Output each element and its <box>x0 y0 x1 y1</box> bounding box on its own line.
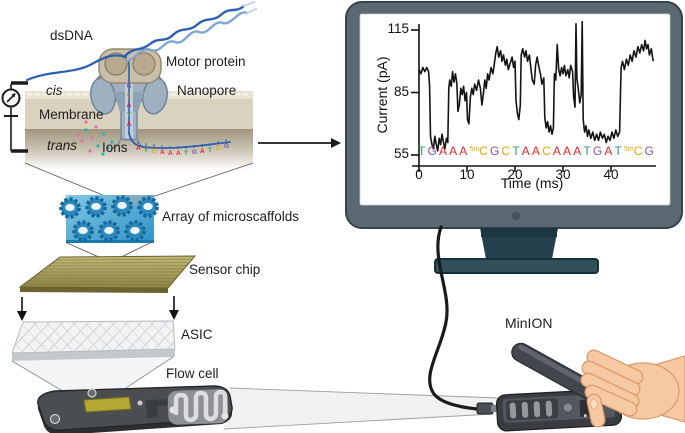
minion-device <box>495 342 685 432</box>
ions-dots <box>76 120 114 156</box>
sequence-base: 5mC <box>469 144 488 158</box>
sequence-base: C <box>542 144 551 158</box>
sequence-base: A <box>552 144 561 158</box>
svg-text:A: A <box>127 102 132 109</box>
sequence-base: G <box>427 144 437 158</box>
svg-text:A: A <box>168 150 173 157</box>
sequence-base: T <box>512 144 520 158</box>
y-tick-55: 55 <box>393 146 409 161</box>
sequence-base: A <box>459 144 468 158</box>
minion-label: MinION <box>505 315 553 331</box>
y-tick-85: 85 <box>393 84 409 99</box>
ammeter-icon <box>1 88 21 108</box>
sequence-base: A <box>438 144 447 158</box>
microscaffold-array <box>59 195 159 243</box>
sequence-base: C <box>501 144 511 158</box>
thumb-nail <box>590 399 598 409</box>
camera-dot-icon <box>512 212 520 220</box>
sequence-base: A <box>563 144 572 158</box>
trans-label: trans <box>47 138 78 153</box>
y-tick-115: 115 <box>387 21 409 36</box>
down-arrow-icons <box>17 296 179 321</box>
sequence-base: T <box>614 144 622 158</box>
sequence-base: T <box>418 144 426 158</box>
ions-label: Ions <box>102 140 128 155</box>
svg-text:T: T <box>208 147 212 154</box>
svg-text:G: G <box>126 83 131 90</box>
dsdna-helix <box>25 1 257 149</box>
sensor-chip-illustration <box>18 255 197 293</box>
asic-illustration <box>11 320 176 361</box>
sequence-base: A <box>521 144 530 158</box>
sequence-base: G <box>489 144 500 158</box>
sequence-base: A <box>573 144 582 158</box>
svg-text:G: G <box>192 149 197 156</box>
motor-protein-illustration <box>98 48 162 84</box>
svg-text:A: A <box>200 148 205 155</box>
svg-text:C: C <box>152 148 157 155</box>
svg-text:A: A <box>176 150 181 157</box>
sequence-base: A <box>531 144 540 158</box>
sequence-base: G <box>644 144 654 158</box>
nanopore-label: Nanopore <box>177 83 237 98</box>
sequence-base: 5mC <box>623 144 643 158</box>
microscaffolds-label: Array of microscaffolds <box>162 209 300 224</box>
sequence-base: T <box>583 144 591 158</box>
x-tick-40: 40 <box>603 167 619 182</box>
usb-cable <box>428 225 479 411</box>
svg-text:C: C <box>127 93 132 100</box>
svg-text:C: C <box>216 145 221 152</box>
svg-text:A: A <box>127 121 132 128</box>
usb-plug-icon <box>476 402 498 415</box>
sensor-chip-label: Sensor chip <box>189 262 261 277</box>
sequence-base: A <box>604 144 613 158</box>
projection-beam <box>223 387 499 430</box>
x-axis-label: Time (ms) <box>500 175 564 191</box>
monitor-stand-base <box>434 258 599 274</box>
motor-protein-label: Motor protein <box>166 54 246 69</box>
membrane-label: Membrane <box>39 107 104 122</box>
asic-label: ASIC <box>181 327 213 342</box>
svg-text:A: A <box>160 149 165 156</box>
sequence-base: G <box>592 144 603 158</box>
x-tick-20: 20 <box>507 167 523 182</box>
x-tick-0: 0 <box>415 167 423 182</box>
svg-text:T: T <box>144 147 148 154</box>
hand <box>511 342 685 428</box>
svg-text:A: A <box>136 145 141 152</box>
current-trace-plot <box>411 20 656 172</box>
svg-text:G: G <box>224 143 229 150</box>
monitor <box>345 1 683 274</box>
arrow-to-monitor-icon <box>258 138 341 148</box>
svg-text:T: T <box>127 112 131 119</box>
flow-cell-illustration <box>37 385 233 433</box>
cis-label: cis <box>46 83 63 98</box>
dsdna-label: dsDNA <box>50 28 93 43</box>
x-tick-10: 10 <box>459 167 475 182</box>
x-tick-30: 30 <box>555 167 571 182</box>
flow-cell-label: Flow cell <box>166 366 219 381</box>
sequence-base: A <box>449 144 458 158</box>
fingers <box>580 349 644 428</box>
ionic-current-trace <box>418 20 654 152</box>
ammeter-circuit <box>1 81 28 153</box>
svg-text:T: T <box>184 150 188 157</box>
